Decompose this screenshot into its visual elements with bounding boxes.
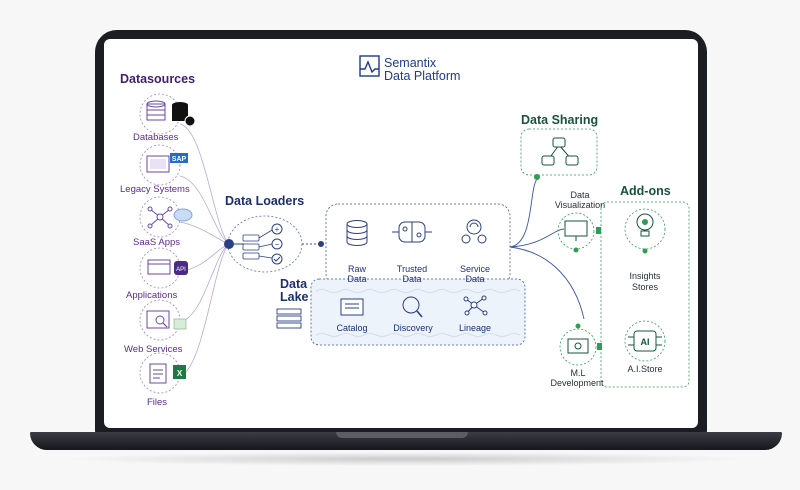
tool-discovery-label: Discovery: [393, 323, 433, 333]
loaders-title: Data Loaders: [225, 194, 305, 208]
source-label-webservices: Web Services: [124, 344, 183, 355]
zone-trusted-line1: Trusted: [396, 264, 428, 274]
source-label-databases: Databases: [133, 132, 179, 143]
ai-chip-icon: AI: [624, 320, 666, 362]
discovery-magnifier-icon: [402, 296, 423, 318]
lake-title-line2: Lake: [280, 290, 309, 304]
svg-text:SAP: SAP: [172, 156, 187, 163]
lake-zones-box: [325, 203, 511, 287]
data-lake-stack-icon: [276, 308, 302, 329]
addon-insights-line1: Insights: [629, 271, 661, 281]
semantix-logo-icon: [359, 55, 380, 77]
source-label-applications: Applications: [126, 290, 178, 301]
sharing-title: Data Sharing: [521, 113, 599, 127]
laptop-screen: SAP API X: [104, 39, 698, 428]
visualization-icon: [557, 212, 601, 253]
trusted-data-brain-icon: [392, 221, 432, 243]
visualization-line1: Data: [570, 190, 590, 200]
zone-trusted-line2: Data: [402, 274, 422, 284]
zone-raw-line2: Data: [347, 274, 367, 284]
datasources-title: Datasources: [120, 72, 196, 86]
saas-network-icon: [147, 206, 193, 229]
laptop-notch: [336, 432, 468, 438]
database-icon: [146, 100, 196, 127]
svg-text:API: API: [176, 267, 186, 273]
data-loader-icon: + −: [224, 215, 303, 273]
svg-text:X: X: [177, 369, 183, 378]
files-icon: X: [149, 363, 186, 384]
sharing-box: [520, 128, 598, 176]
water-waves: [315, 289, 521, 337]
source-label-legacy: Legacy Systems: [120, 184, 190, 195]
source-label-files: Files: [147, 397, 168, 408]
ml-line2: Development: [550, 378, 604, 388]
service-data-people-icon: [461, 219, 487, 244]
svg-text:−: −: [275, 240, 280, 249]
zone-service-line2: Data: [465, 274, 485, 284]
web-service-icon: [146, 310, 187, 330]
laptop-base: [30, 432, 782, 450]
ml-line1: M.L: [570, 368, 586, 378]
visualization-line2: Visualization: [554, 200, 606, 210]
addons-title: Add-ons: [620, 184, 671, 198]
svg-text:+: +: [275, 225, 280, 234]
raw-data-db-icon: [346, 220, 368, 246]
application-icon: API: [147, 259, 188, 275]
lineage-graph-icon: [463, 295, 488, 316]
main-connectors: [302, 178, 585, 320]
source-label-saas: SaaS Apps: [133, 237, 181, 248]
sharing-db-cluster-icon: [541, 137, 579, 166]
addons-box: [600, 201, 690, 388]
tool-catalog-label: Catalog: [336, 323, 368, 333]
lake-title-line1: Data: [280, 277, 308, 291]
ml-development-icon: [559, 323, 602, 366]
sap-legacy-icon: SAP: [146, 153, 188, 173]
addon-insights-line2: Stores: [631, 282, 658, 292]
insights-gear-icon: [624, 208, 666, 254]
addon-aistore-label: A.I.Store: [627, 364, 663, 374]
svg-text:AI: AI: [641, 337, 650, 347]
laptop-shadow: [60, 452, 750, 466]
zone-raw-line1: Raw: [347, 264, 366, 274]
logo-line1: Semantix: [384, 56, 437, 70]
sharing-node: [534, 174, 540, 180]
tool-lineage-label: Lineage: [458, 323, 492, 333]
catalog-icon: [340, 298, 364, 316]
architecture-diagram: SAP API X: [139, 55, 690, 394]
logo-line2: Data Platform: [384, 69, 461, 83]
zone-service-line1: Service: [459, 264, 490, 274]
